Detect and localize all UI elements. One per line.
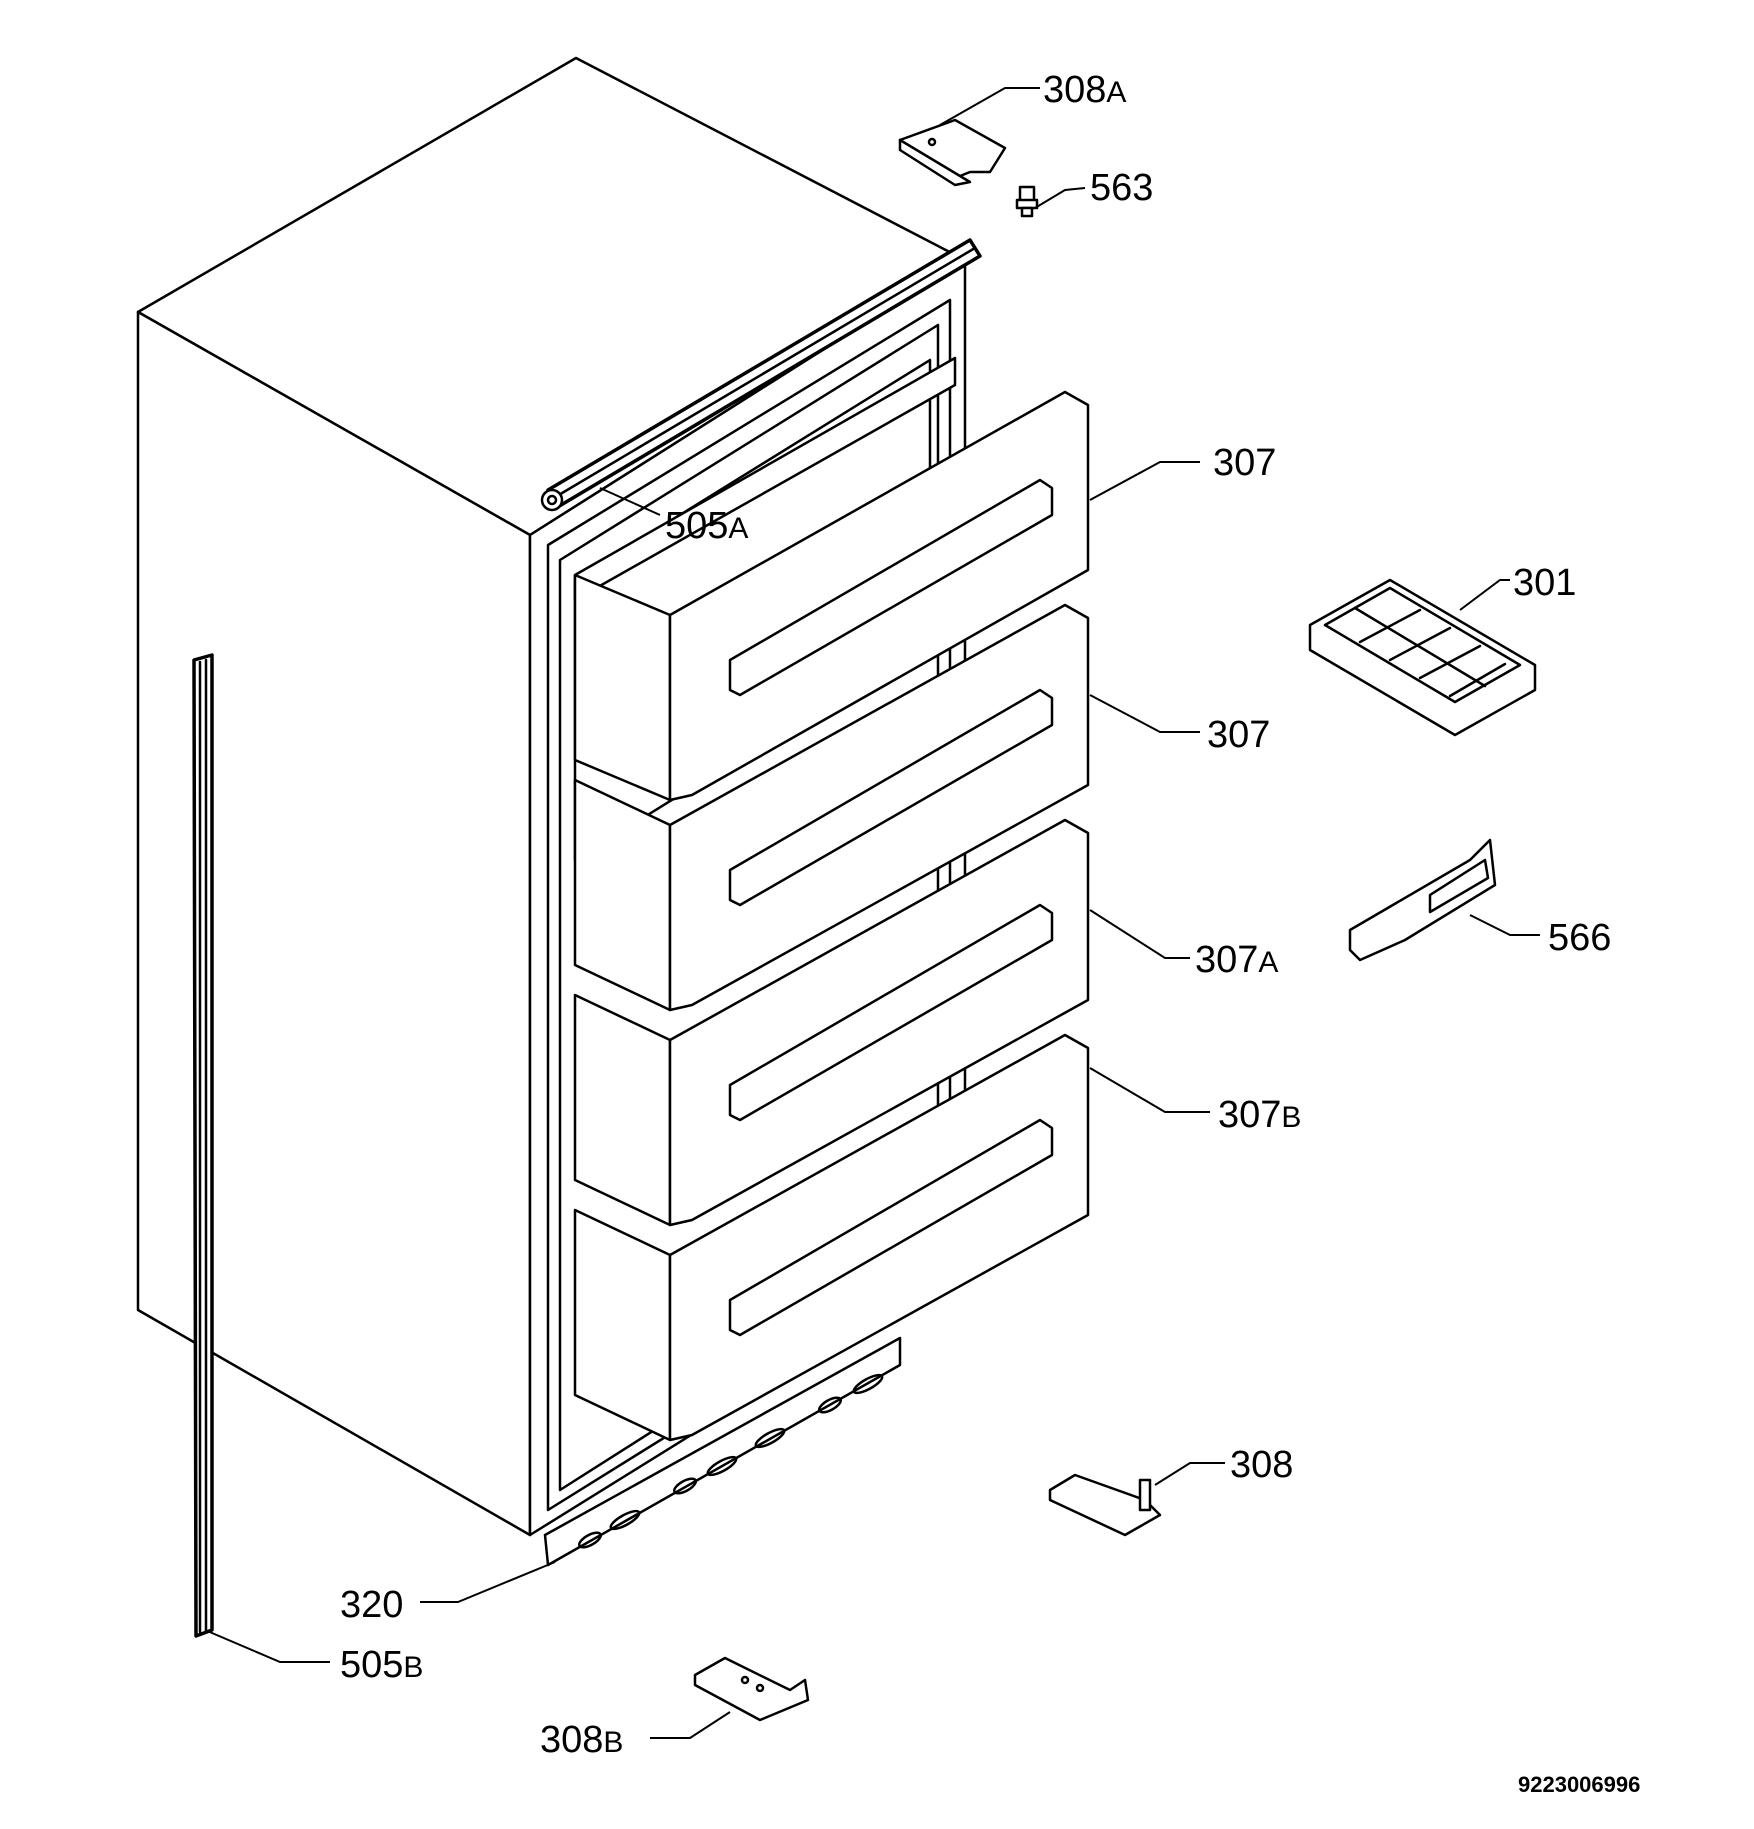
hinge-308b: [693, 1656, 810, 1722]
screw-563: [1015, 185, 1039, 218]
label-301: 301: [1513, 562, 1576, 604]
label-566: 566: [1548, 917, 1611, 959]
label-563: 563: [1090, 167, 1153, 209]
label-308b: 308B: [540, 1719, 623, 1761]
label-307b: 307B: [1218, 1094, 1301, 1136]
label-308a: 308A: [1043, 69, 1126, 111]
label-307a: 307A: [1195, 939, 1278, 981]
document-number: 9223006996: [1518, 1772, 1640, 1797]
label-505b: 505B: [340, 1644, 423, 1686]
door-gasket-505a: [540, 238, 982, 512]
drawer-307-top: [573, 356, 1090, 802]
drawer-307b: [573, 1033, 1090, 1442]
label-308: 308: [1230, 1444, 1293, 1486]
hinge-308: [1048, 1473, 1162, 1537]
label-320: 320: [340, 1584, 403, 1626]
hinge-308a: [898, 118, 1007, 187]
ice-tray-301: [1308, 578, 1537, 737]
kick-plate-320: [543, 1336, 902, 1567]
label-505a: 505A: [665, 505, 748, 547]
drawer-307a: [573, 818, 1090, 1227]
part-labels: 308A 563 307 505A 301 307 566 307A 307B …: [340, 69, 1611, 1761]
label-307-second: 307: [1207, 714, 1270, 756]
ice-scoop-566: [1348, 838, 1497, 962]
leader-lines: [204, 87, 1540, 1739]
drawer-307-second: [573, 603, 1090, 1012]
door-gasket-505b: [192, 653, 214, 1638]
label-307-top: 307: [1213, 442, 1276, 484]
